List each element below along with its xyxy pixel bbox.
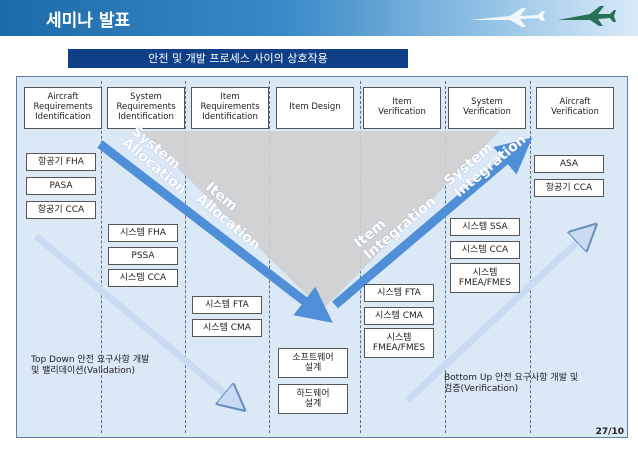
system-cma-box: 시스템 CMA (192, 319, 262, 337)
allocation-arrow (97, 140, 333, 323)
system-fta-box: 시스템 FTA (192, 296, 262, 314)
page-title: 세미나 발표 (46, 11, 131, 31)
aircraft-icon (470, 6, 616, 27)
pssa-box: PSSA (108, 247, 178, 265)
integration-arrow (332, 137, 533, 309)
phase-item-design: Item Design (276, 87, 354, 129)
system-cca-box: 시스템 CCA (108, 269, 178, 287)
system-ssa-box: 시스템 SSA (450, 218, 520, 236)
asa-box: ASA (534, 155, 604, 173)
system-cca-box: 시스템 CCA (450, 241, 520, 259)
subtitle-banner: 안전 및 개발 프로세스 사이의 상호작용 (68, 49, 408, 68)
pasa-box: PASA (26, 177, 96, 195)
bottom-up-arrow (405, 232, 588, 403)
column-divider (530, 81, 531, 433)
aircraft-cca-box: 항공기 CCA (26, 201, 96, 219)
system-fta-box: 시스템 FTA (364, 284, 434, 302)
system-cma-box: 시스템 CMA (364, 307, 434, 325)
aircraft-fha-box: 항공기 FHA (26, 153, 96, 171)
column-divider (185, 81, 186, 433)
page-number: 27/10 (595, 427, 624, 437)
v-shaded-area (140, 131, 500, 310)
column-divider (445, 81, 446, 433)
header-bar: 세미나 발표 (0, 0, 638, 36)
system-fha-box: 시스템 FHA (108, 224, 178, 242)
aircraft-cca-box: 항공기 CCA (534, 179, 604, 197)
column-divider (101, 81, 102, 433)
top-down-arrow (33, 233, 236, 403)
